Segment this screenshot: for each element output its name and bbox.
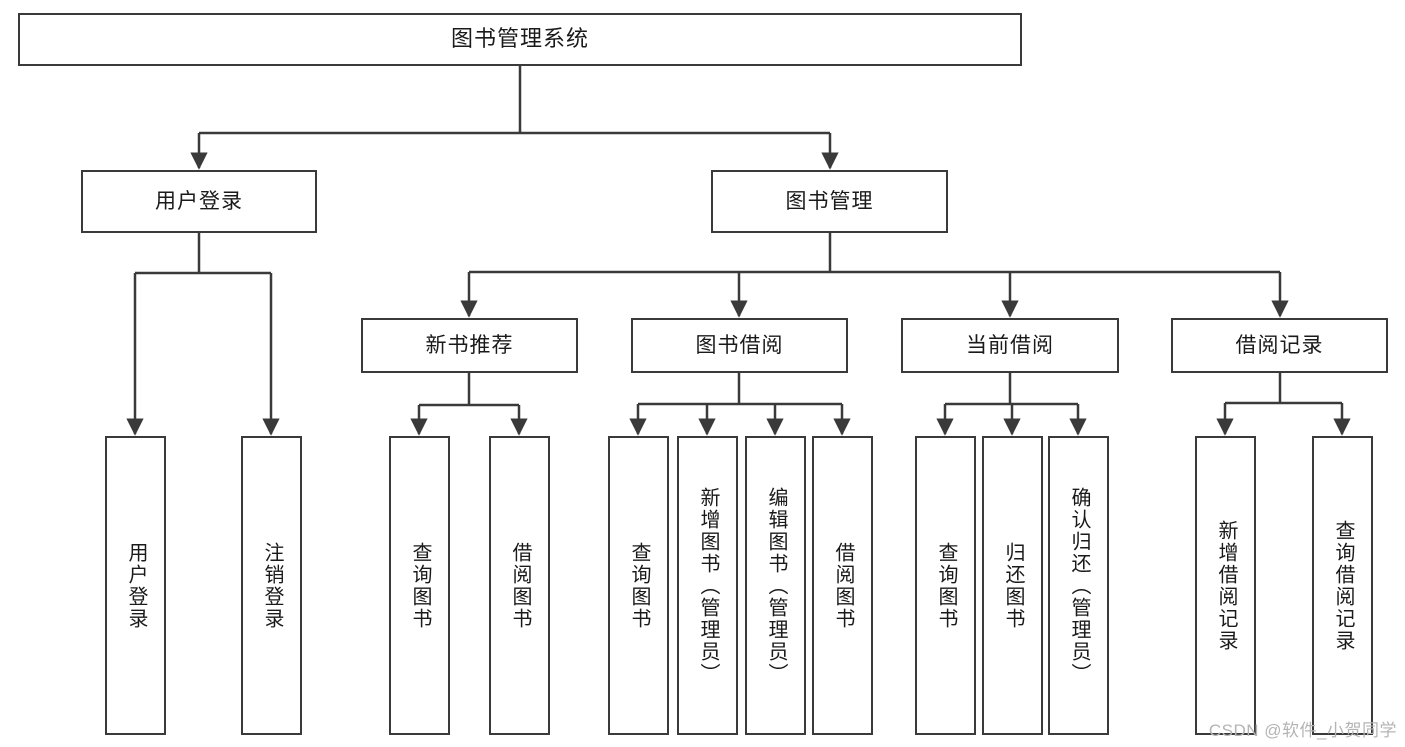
node-leaf-return-book[interactable]: 归还图书: [982, 436, 1043, 735]
node-root-label: 图书管理系统: [450, 26, 589, 52]
node-leaf-borrow-book-2-label: 借阅图书: [832, 541, 854, 630]
node-leaf-query-record-label: 查询借阅记录: [1332, 519, 1354, 652]
node-leaf-edit-book[interactable]: 编辑图书（管理员）: [745, 436, 806, 735]
node-leaf-query-book-2[interactable]: 查询图书: [608, 436, 669, 735]
node-book-mgmt[interactable]: 图书管理: [711, 170, 948, 233]
node-leaf-logout-label: 注销登录: [261, 541, 283, 630]
node-leaf-user-login[interactable]: 用户登录: [105, 436, 166, 735]
node-leaf-logout[interactable]: 注销登录: [241, 436, 302, 735]
node-leaf-query-book-2-label: 查询图书: [628, 541, 650, 630]
node-leaf-edit-book-label: 编辑图书（管理员）: [765, 486, 787, 685]
node-leaf-borrow-book-1-label: 借阅图书: [509, 541, 531, 630]
node-user-login[interactable]: 用户登录: [81, 170, 317, 233]
node-leaf-add-record[interactable]: 新增借阅记录: [1195, 436, 1256, 735]
node-borrow-record[interactable]: 借阅记录: [1171, 318, 1388, 373]
node-borrow-record-label: 借阅记录: [1235, 333, 1324, 357]
node-current-borrow[interactable]: 当前借阅: [901, 318, 1119, 373]
node-leaf-add-record-label: 新增借阅记录: [1215, 519, 1237, 652]
node-new-book-rec[interactable]: 新书推荐: [361, 318, 578, 373]
node-book-borrow[interactable]: 图书借阅: [631, 318, 848, 373]
node-leaf-borrow-book-1[interactable]: 借阅图书: [489, 436, 550, 735]
node-leaf-query-book-1-label: 查询图书: [409, 541, 431, 630]
node-leaf-query-book-3-label: 查询图书: [935, 541, 957, 630]
node-current-borrow-label: 当前借阅: [966, 333, 1054, 357]
node-leaf-query-book-1[interactable]: 查询图书: [389, 436, 450, 735]
node-leaf-add-book[interactable]: 新增图书（管理员）: [677, 436, 738, 735]
node-book-borrow-label: 图书借阅: [695, 333, 784, 357]
node-root[interactable]: 图书管理系统: [18, 13, 1022, 66]
node-leaf-user-login-label: 用户登录: [125, 541, 147, 630]
node-leaf-add-book-label: 新增图书（管理员）: [697, 486, 719, 685]
watermark: CSDN @软件_小贺同学: [1208, 721, 1397, 740]
node-leaf-confirm-return[interactable]: 确认归还（管理员）: [1048, 436, 1109, 735]
node-leaf-confirm-return-label: 确认归还（管理员）: [1068, 486, 1090, 685]
node-leaf-borrow-book-2[interactable]: 借阅图书: [812, 436, 873, 735]
node-leaf-query-record[interactable]: 查询借阅记录: [1312, 436, 1373, 735]
node-new-book-rec-label: 新书推荐: [425, 333, 514, 357]
node-leaf-query-book-3[interactable]: 查询图书: [915, 436, 976, 735]
node-book-mgmt-label: 图书管理: [785, 189, 874, 213]
node-leaf-return-book-label: 归还图书: [1002, 541, 1024, 630]
node-user-login-label: 用户登录: [155, 189, 243, 213]
